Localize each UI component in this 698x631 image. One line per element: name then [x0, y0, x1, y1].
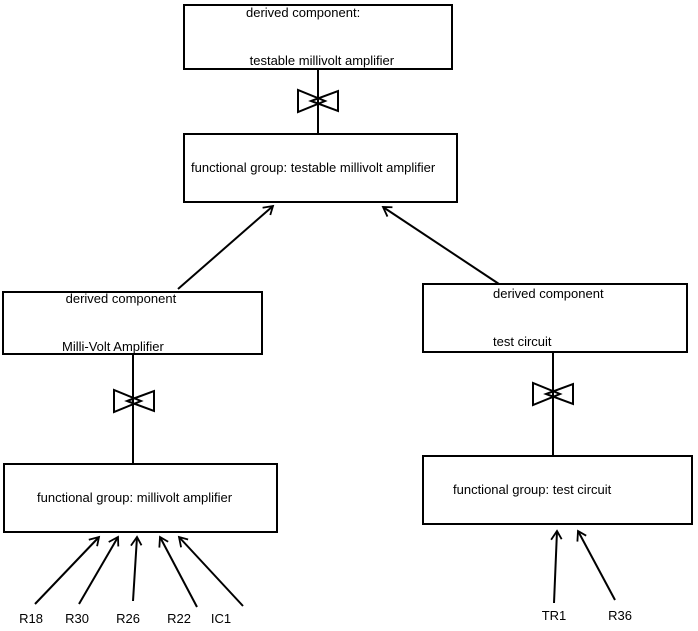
component-label-ic1: IC1: [210, 611, 232, 626]
node-derived-component-test: derived component test circuit: [422, 283, 688, 353]
arrow-r18-to-fg-mva: [34, 535, 101, 605]
component-label-r18: R18: [19, 611, 43, 626]
node-label-line: Milli-Volt Amplifier: [62, 339, 164, 354]
arrow-r26-to-fg-mva: [130, 535, 143, 602]
node-functional-group-testable: functional group: testable millivolt amp…: [183, 133, 458, 203]
node-label-line: functional group: millivolt amplifier: [37, 490, 233, 505]
component-label-r30: R30: [65, 611, 89, 626]
node-derived-component-testable: derived component: testable millivolt am…: [183, 4, 453, 70]
bowtie-icon-left: [113, 388, 155, 414]
node-label-line: derived component: [62, 291, 177, 306]
arrow-derived-test-to-fg-testable: [381, 206, 500, 285]
node-label-line: derived component:: [246, 5, 361, 20]
node-label-line: testable millivolt amplifier: [246, 53, 395, 68]
node-derived-component-mva: derived component Milli-Volt Amplifier: [2, 291, 263, 355]
bowtie-icon-top: [297, 88, 339, 114]
component-label-r26: R26: [116, 611, 140, 626]
arrow-r36-to-fg-test: [576, 529, 616, 601]
component-label-r22: R22: [167, 611, 191, 626]
node-label-line: derived component: [493, 286, 604, 301]
bowtie-icon-right: [532, 381, 574, 407]
arrow-tr1-to-fg-test: [550, 529, 563, 604]
arrow-derived-mva-to-fg-testable: [177, 204, 275, 290]
component-label-tr1: TR1: [541, 608, 567, 623]
node-label-line: functional group: testable millivolt amp…: [191, 160, 436, 175]
node-functional-group-mva: functional group: millivolt amplifier: [3, 463, 278, 533]
arrow-r22-to-fg-mva: [158, 535, 198, 608]
node-functional-group-test: functional group: test circuit: [422, 455, 693, 525]
arrow-r30-to-fg-mva: [78, 535, 120, 605]
node-label-line: functional group: test circuit: [453, 482, 612, 497]
node-label-line: test circuit: [493, 334, 552, 349]
arrow-ic1-to-fg-mva: [177, 535, 244, 607]
component-label-r36: R36: [608, 608, 632, 623]
